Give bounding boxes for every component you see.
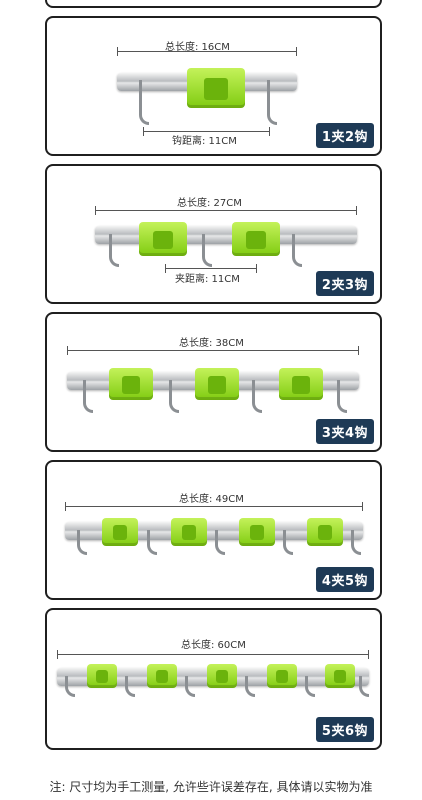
clip <box>279 368 323 400</box>
clip <box>147 664 177 688</box>
clip <box>325 664 355 688</box>
hook-gap-label: 钩距离: 11CM <box>172 136 237 147</box>
badge: 3夹4钩 <box>315 419 374 444</box>
product-card-1: 总长度: 16CM 钩距离: 11CM 1夹2钩 <box>45 16 382 156</box>
footnote: 注: 尺寸均为手工测量, 允许些许误差存在, 具体请以实物为准 <box>49 780 373 794</box>
badge: 4夹5钩 <box>315 567 374 592</box>
hook <box>351 530 361 555</box>
product-card-partial <box>45 0 382 8</box>
clip <box>87 664 117 688</box>
hook-gap-line <box>143 127 270 136</box>
hook <box>292 234 302 267</box>
hook <box>202 234 212 267</box>
hook <box>109 234 119 267</box>
total-length-label: 总长度: 60CM <box>181 640 246 651</box>
product-card-4: 总长度: 49CM 4夹5钩 <box>45 460 382 600</box>
total-length-line <box>57 650 369 659</box>
hook <box>283 530 293 555</box>
total-length-line <box>95 206 357 215</box>
total-length-label: 总长度: 27CM <box>177 198 242 209</box>
rail <box>95 226 357 244</box>
clip <box>267 664 297 688</box>
badge: 1夹2钩 <box>315 123 374 148</box>
hook <box>252 380 262 413</box>
clip <box>187 68 245 108</box>
hook <box>215 530 225 555</box>
clip <box>102 518 138 546</box>
clip <box>139 222 187 256</box>
product-card-5: 总长度: 60CM 5夹6钩 <box>45 608 382 750</box>
clip <box>109 368 153 400</box>
hook <box>147 530 157 555</box>
clip <box>207 664 237 688</box>
clip-gap-line <box>165 264 257 273</box>
hook <box>245 676 255 697</box>
clip <box>171 518 207 546</box>
badge: 5夹6钩 <box>315 717 374 742</box>
total-length-line <box>67 346 359 355</box>
badge: 2夹3钩 <box>315 271 374 296</box>
hook <box>337 380 347 413</box>
hook <box>185 676 195 697</box>
total-length-label: 总长度: 38CM <box>179 338 244 349</box>
total-length-line <box>117 47 297 56</box>
clip <box>232 222 280 256</box>
hook <box>65 676 75 697</box>
hook <box>125 676 135 697</box>
hook <box>83 380 93 413</box>
product-card-3: 总长度: 38CM 3夹4钩 <box>45 312 382 452</box>
total-length-label: 总长度: 16CM <box>165 42 230 53</box>
total-length-label: 总长度: 49CM <box>179 494 244 505</box>
hook <box>77 530 87 555</box>
hook <box>305 676 315 697</box>
product-card-2: 总长度: 27CM 夹距离: 11CM 2夹3钩 <box>45 164 382 304</box>
hook <box>169 380 179 413</box>
clip-gap-label: 夹距离: 11CM <box>175 274 240 285</box>
hook <box>139 80 149 125</box>
clip <box>307 518 343 546</box>
clip <box>195 368 239 400</box>
clip <box>239 518 275 546</box>
hook <box>267 80 277 125</box>
hook <box>359 676 369 697</box>
total-length-line <box>65 502 363 511</box>
